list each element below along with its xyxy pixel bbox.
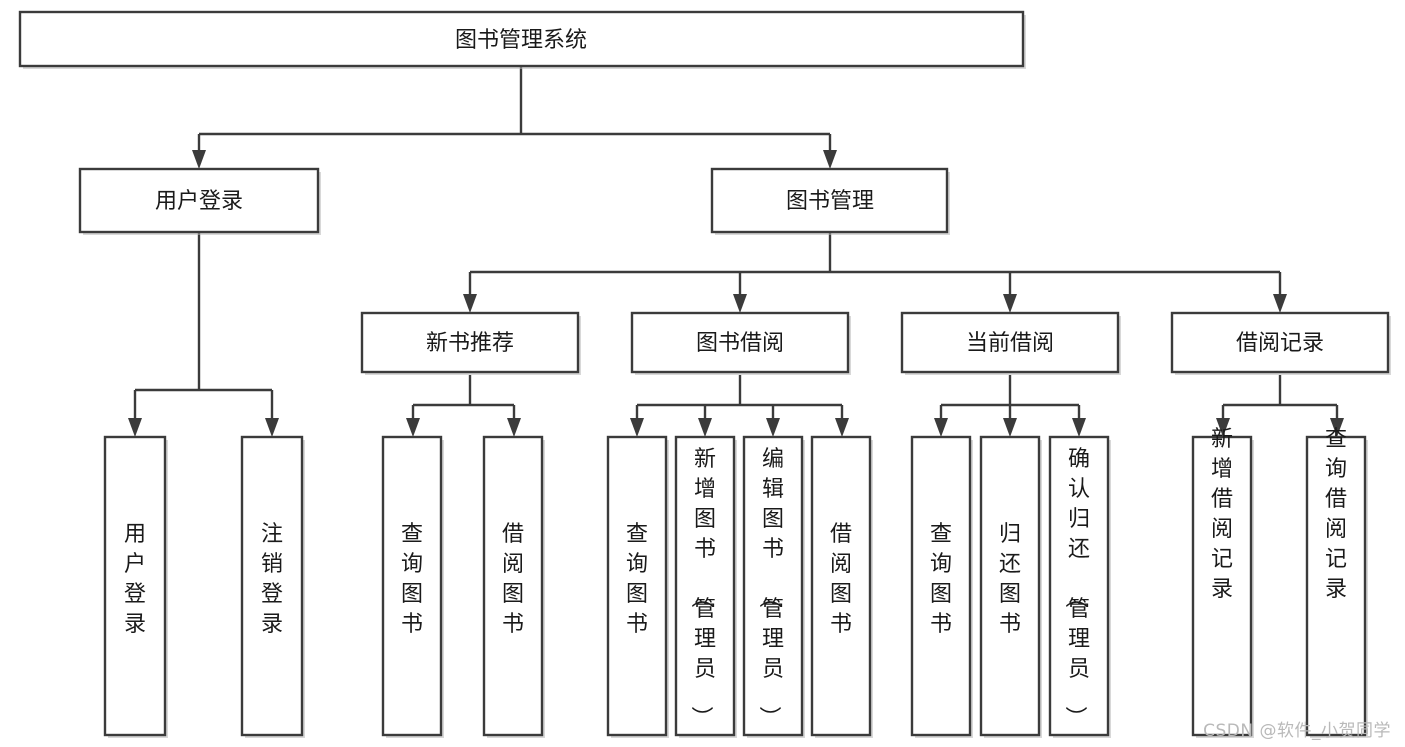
node-leaf-query-book-3[interactable]: 查询图书: [910, 435, 973, 738]
node-root[interactable]: 图书管理系统: [18, 10, 1026, 69]
node-leaf-return-book-label: 归还图书: [999, 522, 1021, 637]
connectors-layer: [128, 66, 1344, 437]
node-new-book-recommend[interactable]: 新书推荐: [360, 311, 581, 375]
node-leaf-query-book-1-label: 查询图书: [401, 522, 423, 637]
arrow-to-leaf-edit-book: [766, 418, 780, 437]
node-current-borrow-label: 当前借阅: [966, 331, 1054, 356]
node-book-borrow-box: [630, 311, 850, 374]
node-leaf-query-record[interactable]: 查询借阅记录: [1305, 427, 1368, 738]
node-user-login[interactable]: 用户登录: [78, 167, 321, 235]
node-book-borrow[interactable]: 图书借阅: [630, 311, 851, 375]
node-book-borrow-label: 图书借阅: [696, 331, 784, 356]
arrow-to-new-book-recommend: [463, 294, 477, 313]
arrow-to-leaf-logout-login: [265, 418, 279, 437]
arrow-to-leaf-query-book-2: [630, 418, 644, 437]
arrow-to-leaf-borrow-book-2: [835, 418, 849, 437]
node-leaf-query-book-2[interactable]: 查询图书: [606, 435, 669, 738]
arrow-to-leaf-add-book: [698, 418, 712, 437]
arrow-to-leaf-query-record: [1330, 418, 1344, 437]
node-leaf-query-book-1[interactable]: 查询图书: [381, 435, 444, 738]
node-leaf-add-record[interactable]: 新增借阅记录: [1191, 427, 1254, 738]
node-leaf-add-book-box: [674, 435, 736, 737]
arrow-to-leaf-add-record: [1216, 418, 1230, 437]
node-leaf-add-book[interactable]: 新增图书（管理员）: [674, 435, 737, 738]
arrow-to-leaf-query-book-1: [406, 418, 420, 437]
node-leaf-borrow-book-1-box: [482, 435, 544, 737]
node-borrow-record-label: 借阅记录: [1236, 331, 1324, 356]
node-book-manage-box: [710, 167, 949, 234]
node-leaf-query-book-3-box: [910, 435, 972, 737]
node-leaf-query-record-label: 查询借阅记录: [1325, 427, 1347, 602]
node-user-login-label: 用户登录: [155, 189, 243, 214]
node-leaf-user-login-box: [103, 435, 167, 737]
node-leaf-edit-book[interactable]: 编辑图书（管理员）: [742, 435, 805, 738]
node-leaf-query-book-2-label: 查询图书: [626, 522, 648, 637]
node-leaf-add-record-label: 新增借阅记录: [1211, 427, 1233, 602]
csdn-watermark: CSDN @软件_小贺同学: [1203, 721, 1391, 741]
node-new-book-recommend-label: 新书推荐: [426, 331, 514, 356]
node-leaf-query-book-3-label: 查询图书: [930, 522, 952, 637]
node-borrow-record[interactable]: 借阅记录: [1170, 311, 1391, 375]
node-leaf-return-book-box: [979, 435, 1041, 737]
node-leaf-confirm-return-label: 确认归还（管理员）: [1062, 447, 1090, 728]
node-leaf-edit-book-label: 编辑图书（管理员）: [756, 447, 784, 728]
node-leaf-borrow-book-1-label: 借阅图书: [502, 522, 524, 637]
node-root-label: 图书管理系统: [455, 28, 587, 53]
arrow-to-leaf-return-book: [1003, 418, 1017, 437]
node-leaf-user-login[interactable]: 用户登录: [103, 435, 168, 738]
arrow-to-leaf-user-login: [128, 418, 142, 437]
node-book-manage-label: 图书管理: [786, 189, 874, 214]
arrow-to-borrow-record: [1273, 294, 1287, 313]
node-leaf-add-book-label: 新增图书（管理员）: [688, 447, 716, 728]
node-leaf-borrow-book-2-box: [810, 435, 872, 737]
node-leaf-query-book-2-box: [606, 435, 668, 737]
node-leaf-borrow-book-2-label: 借阅图书: [830, 522, 852, 637]
node-leaf-confirm-return-box: [1048, 435, 1110, 737]
node-leaf-logout-login-box: [240, 435, 304, 737]
arrow-to-book-borrow: [733, 294, 747, 313]
arrow-to-leaf-confirm-return: [1072, 418, 1086, 437]
node-leaf-borrow-book-1[interactable]: 借阅图书: [482, 435, 545, 738]
node-leaf-logout-login-label: 注销登录: [261, 522, 283, 637]
arrow-root-to-user-login: [192, 150, 206, 169]
node-book-manage[interactable]: 图书管理: [710, 167, 950, 235]
node-leaf-query-book-1-box: [381, 435, 443, 737]
node-leaf-edit-book-box: [742, 435, 804, 737]
node-borrow-record-box: [1170, 311, 1390, 374]
node-leaf-return-book[interactable]: 归还图书: [979, 435, 1042, 738]
node-user-login-box: [78, 167, 320, 234]
node-leaf-query-record-box: [1305, 435, 1367, 737]
arrow-to-current-borrow: [1003, 294, 1017, 313]
node-leaf-add-record-box: [1191, 435, 1253, 737]
arrow-to-leaf-borrow-book-1: [507, 418, 521, 437]
arrow-to-leaf-query-book-3: [934, 418, 948, 437]
node-root-box: [18, 10, 1025, 68]
node-leaf-user-login-label: 用户登录: [124, 522, 146, 637]
node-current-borrow[interactable]: 当前借阅: [900, 311, 1121, 375]
node-leaf-confirm-return[interactable]: 确认归还（管理员）: [1048, 435, 1111, 738]
arrow-root-to-book-manage: [823, 150, 837, 169]
node-new-book-recommend-box: [360, 311, 580, 374]
node-leaf-borrow-book-2[interactable]: 借阅图书: [810, 435, 873, 738]
node-current-borrow-box: [900, 311, 1120, 374]
node-leaf-logout-login[interactable]: 注销登录: [240, 435, 305, 738]
